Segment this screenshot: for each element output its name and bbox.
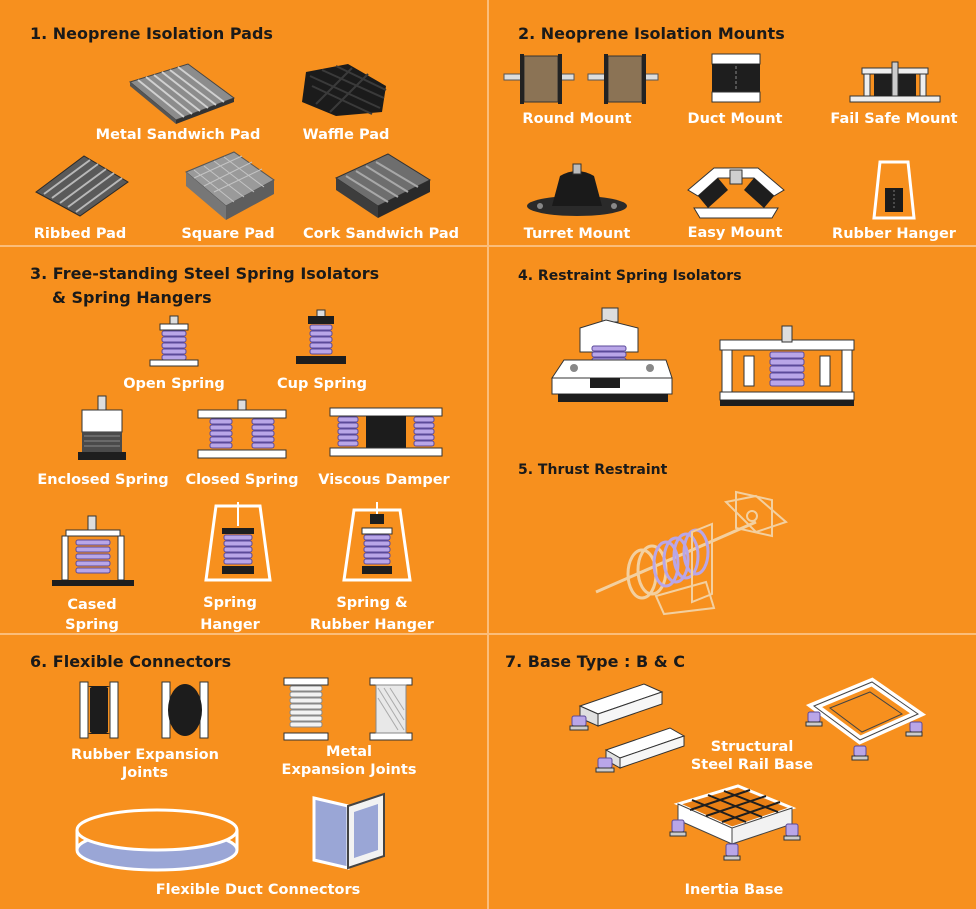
round-mount-image xyxy=(503,54,659,104)
section-3-title-line2: & Spring Hangers xyxy=(52,288,212,307)
flexible-duct-connector-round-image xyxy=(75,808,239,872)
cork-sandwich-pad-label: Cork Sandwich Pad xyxy=(302,226,460,242)
metal-sandwich-pad-label: Metal Sandwich Pad xyxy=(95,127,261,143)
square-pad-image xyxy=(185,151,275,220)
spring-hanger-label-line1: Spring xyxy=(203,595,257,611)
section-7-title: 7. Base Type : B & C xyxy=(505,652,686,671)
section-3-title-line1: 3. Free-standing Steel Spring Isolators xyxy=(30,264,380,283)
rubber-expansion-joint-1-image xyxy=(79,681,119,739)
inertia-base-label: Inertia Base xyxy=(684,882,784,898)
metal-expansion-joints-label-line1: Metal xyxy=(326,744,372,760)
fail-safe-mount-label: Fail Safe Mount xyxy=(830,111,958,127)
structural-steel-rail-base-label-line2: Steel Rail Base xyxy=(690,757,814,773)
spring-rubber-hanger-image xyxy=(342,502,412,582)
waffle-pad-label: Waffle Pad xyxy=(302,127,390,143)
easy-mount-image xyxy=(687,167,785,219)
duct-mount-image xyxy=(711,53,761,103)
metal-expansion-joint-2-image xyxy=(369,677,413,741)
cup-spring-image xyxy=(296,309,346,364)
cork-sandwich-pad-image xyxy=(334,153,432,218)
closed-spring-image xyxy=(197,399,287,459)
section-2-title: 2. Neoprene Isolation Mounts xyxy=(518,24,785,43)
turret-mount-image xyxy=(527,163,627,216)
flexible-duct-connectors-label: Flexible Duct Connectors xyxy=(155,882,361,898)
viscous-damper-label: Viscous Damper xyxy=(318,472,450,488)
open-spring-label: Open Spring xyxy=(123,376,225,392)
open-spring-image xyxy=(149,315,199,367)
flexible-duct-connector-rect-image xyxy=(312,792,385,870)
spring-rubber-hanger-label-line2: Rubber Hanger xyxy=(310,617,434,633)
square-pad-label: Square Pad xyxy=(181,226,275,242)
cased-spring-image xyxy=(52,515,134,586)
thrust-restraint-image xyxy=(595,490,788,616)
cased-spring-label-line1: Cased xyxy=(67,597,117,613)
section-5-title: 5. Thrust Restraint xyxy=(518,462,668,478)
section-1-title: 1. Neoprene Isolation Pads xyxy=(30,24,273,43)
metal-expansion-joint-1-image xyxy=(283,677,329,741)
metal-sandwich-pad-image xyxy=(128,63,236,124)
metal-expansion-joints-label-line2: Expansion Joints xyxy=(281,762,417,778)
round-mount-label: Round Mount xyxy=(522,111,632,127)
divider-vertical xyxy=(487,0,489,909)
ribbed-pad-image xyxy=(35,155,129,217)
section-6-title: 6. Flexible Connectors xyxy=(30,652,232,671)
cup-spring-label: Cup Spring xyxy=(276,376,368,392)
duct-mount-label: Duct Mount xyxy=(687,111,783,127)
spring-hanger-label-line2: Hanger xyxy=(200,617,260,633)
restraint-spring-isolator-2-image xyxy=(719,325,855,406)
enclosed-spring-image xyxy=(78,395,126,460)
waffle-pad-image xyxy=(302,64,387,116)
section-4-title: 4. Restraint Spring Isolators xyxy=(518,268,742,284)
inertia-base-image xyxy=(669,784,801,861)
cased-spring-label-line2: Spring xyxy=(65,617,119,633)
closed-spring-label: Closed Spring xyxy=(185,472,299,488)
structural-steel-rail-base-2-image xyxy=(805,677,927,761)
restraint-spring-isolator-1-image xyxy=(551,307,673,402)
rubber-expansion-joint-2-image xyxy=(161,681,209,739)
ribbed-pad-label: Ribbed Pad xyxy=(33,226,127,242)
enclosed-spring-label: Enclosed Spring xyxy=(37,472,169,488)
turret-mount-label: Turret Mount xyxy=(523,226,631,242)
viscous-damper-image xyxy=(329,407,443,457)
rubber-hanger-image xyxy=(872,160,916,220)
easy-mount-label: Easy Mount xyxy=(687,225,783,241)
rubber-hanger-label: Rubber Hanger xyxy=(832,226,956,242)
structural-steel-rail-base-label-line1: Structural xyxy=(710,739,794,755)
fail-safe-mount-image xyxy=(849,61,941,103)
structural-steel-rail-base-1-image xyxy=(569,683,686,773)
spring-rubber-hanger-label-line1: Spring & xyxy=(336,595,408,611)
rubber-expansion-joints-label-line2: Joints xyxy=(121,765,169,781)
spring-hanger-image xyxy=(204,502,272,582)
rubber-expansion-joints-label-line1: Rubber Expansion xyxy=(71,747,219,763)
